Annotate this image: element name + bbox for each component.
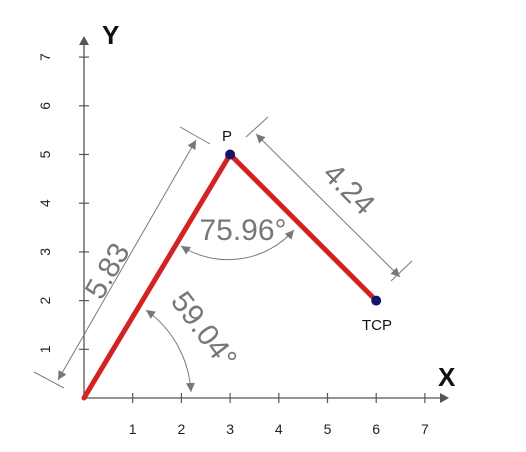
x-tick-label: 3 xyxy=(226,421,234,437)
joint-p-dot xyxy=(225,149,236,160)
y-tick-label: 4 xyxy=(37,199,53,207)
y-tick-label: 3 xyxy=(37,248,53,256)
link1-length-dimension: 5.83 xyxy=(33,126,211,389)
joint-angle-label: 75.96° xyxy=(199,214,286,247)
y-tick-label: 1 xyxy=(37,345,53,353)
x-tick-label: 6 xyxy=(372,421,380,437)
y-tick-label: 6 xyxy=(37,102,53,110)
y-axis-label: Y xyxy=(102,20,119,50)
link1-length-label: 5.83 xyxy=(79,238,137,305)
y-tick-label: 2 xyxy=(37,296,53,304)
y-ticks: 1 2 3 4 5 6 7 xyxy=(37,53,89,353)
joint-angle-dimension: 75.96° xyxy=(180,214,295,261)
link2-length-label: 4.24 xyxy=(316,157,381,222)
y-axis: Y xyxy=(79,20,119,398)
base-angle-dimension: 59.04° xyxy=(145,286,243,393)
base-angle-label: 59.04° xyxy=(164,286,243,375)
point-p-label: P xyxy=(222,128,232,145)
x-tick-label: 5 xyxy=(324,421,332,437)
tcp-dot xyxy=(371,295,382,306)
y-tick-label: 5 xyxy=(37,150,53,158)
x-ticks: 1 2 3 4 5 6 7 xyxy=(129,393,429,437)
x-tick-label: 4 xyxy=(275,421,283,437)
x-axis-label: X xyxy=(438,362,456,392)
x-tick-label: 2 xyxy=(178,421,186,437)
x-tick-label: 1 xyxy=(129,421,137,437)
point-tcp-label: TCP xyxy=(362,317,392,334)
x-tick-label: 7 xyxy=(421,421,429,437)
y-tick-label: 7 xyxy=(37,53,53,61)
x-axis: X xyxy=(84,362,456,403)
